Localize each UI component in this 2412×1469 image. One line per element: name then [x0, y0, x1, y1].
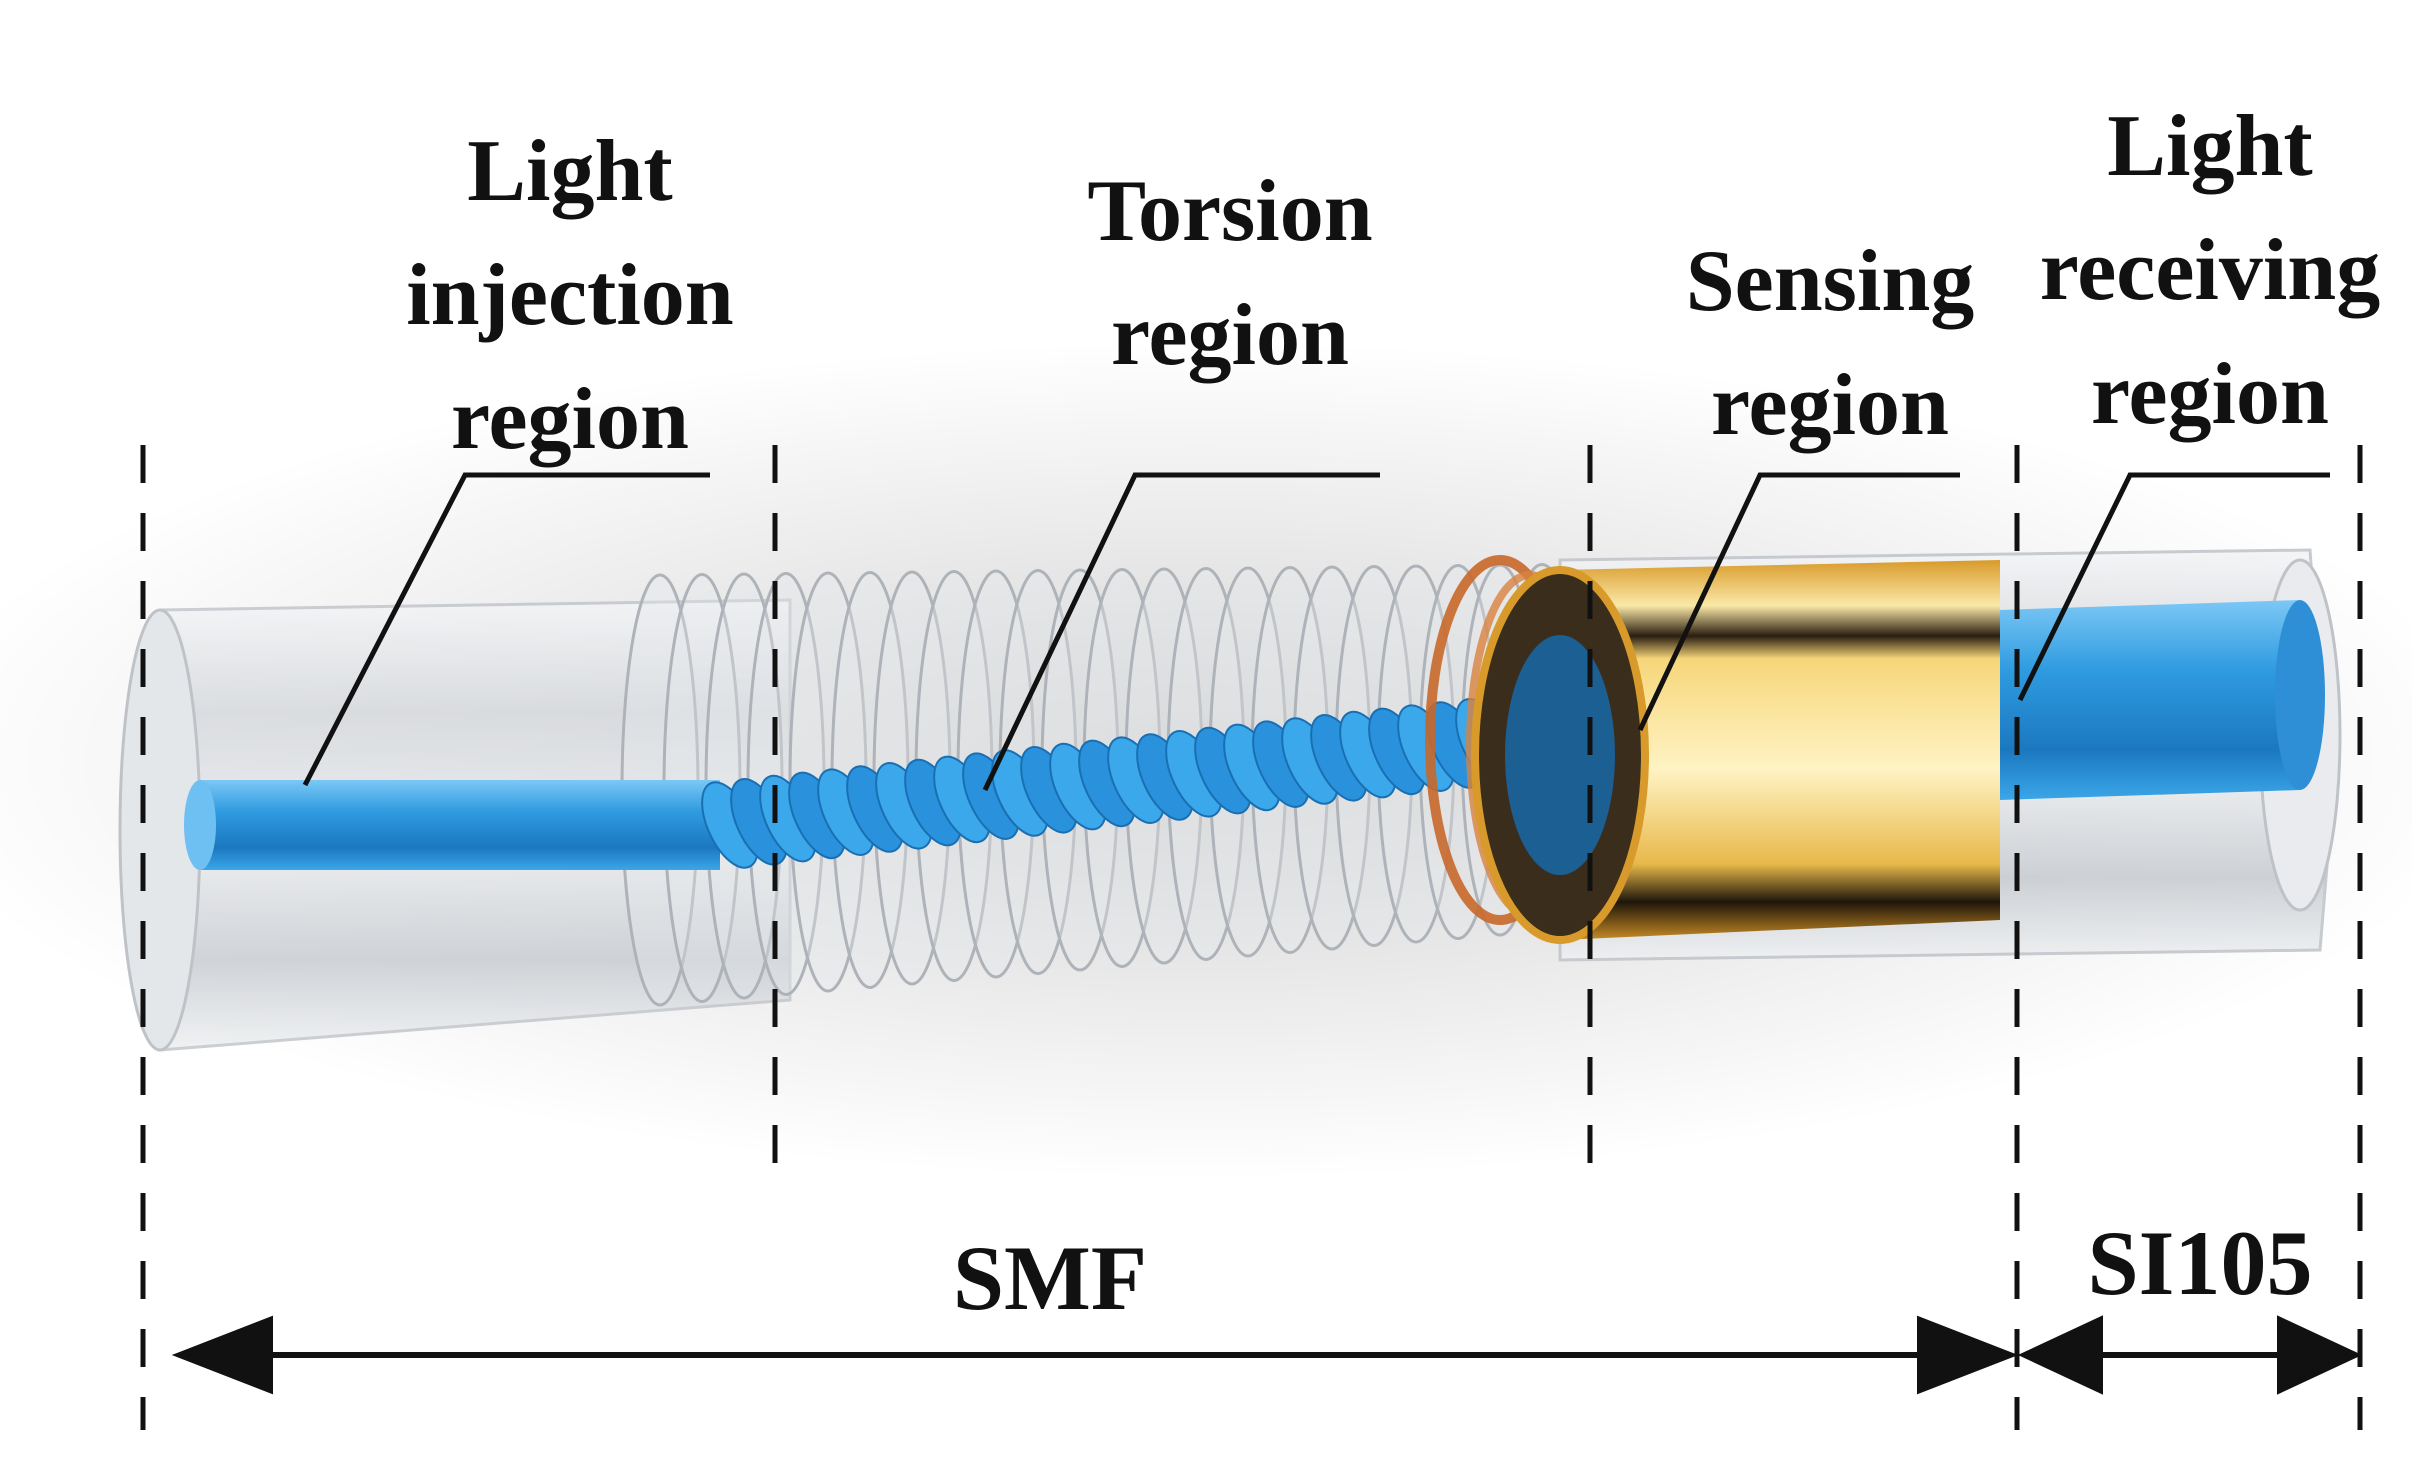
si105-dimension-arrow	[2017, 1315, 2363, 1395]
light-injection-region-label: Light injection region	[406, 123, 734, 468]
light-receiving-region-label: Light receiving region	[2039, 98, 2381, 443]
smf-fiber-straight	[184, 780, 720, 870]
region-boundary-lines	[140, 445, 2363, 1430]
smf-label: SMF	[952, 1227, 1148, 1329]
si105-fiber	[2000, 600, 2325, 800]
sensing-gold-cylinder	[1471, 560, 2000, 944]
leader-lines	[302, 472, 2330, 792]
sensing-region-label: Sensing region	[1685, 233, 1975, 454]
smf-dimension-arrow	[171, 1315, 2019, 1395]
torsion-region-label: Torsion region	[1087, 163, 1373, 384]
si105-label: SI105	[2087, 1212, 2313, 1314]
